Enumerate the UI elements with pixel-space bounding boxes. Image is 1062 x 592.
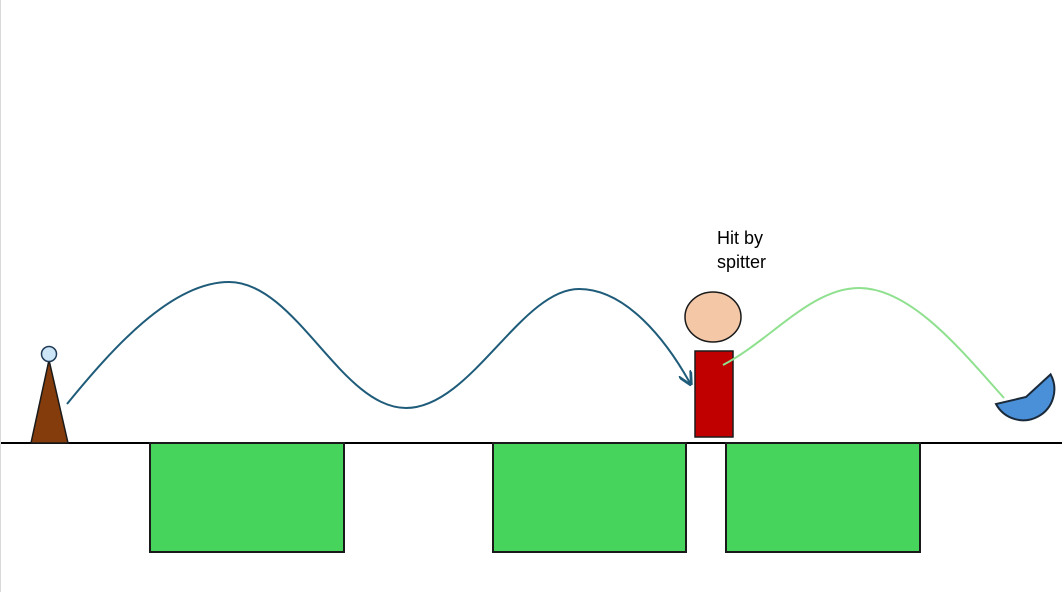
person-icon <box>684 291 742 438</box>
pit-2 <box>492 442 687 553</box>
spitter-tower-icon <box>30 345 69 444</box>
player-trajectory <box>722 286 1005 399</box>
hit-annotation: Hit by spitter <box>717 226 766 274</box>
hit-annotation-line-2: spitter <box>717 252 767 272</box>
hit-annotation-line-1: Hit by <box>717 228 764 248</box>
spit-trajectory <box>66 280 690 410</box>
pit-1 <box>149 442 345 553</box>
pit-3 <box>725 442 921 553</box>
pacman-icon <box>994 372 1056 422</box>
